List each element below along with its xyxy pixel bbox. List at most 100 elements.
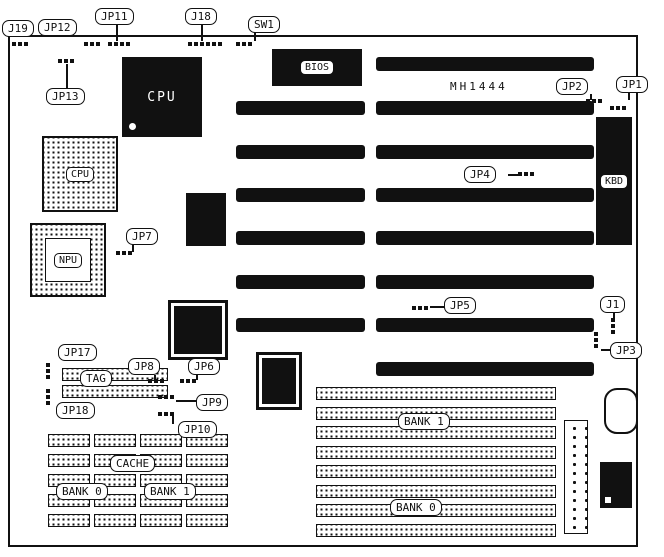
label-sw1: SW1 <box>248 16 280 33</box>
npu-socket: NPU <box>30 223 106 297</box>
dip-chip <box>186 454 228 467</box>
kbd-label: KBD <box>599 173 629 189</box>
power-connector <box>600 462 632 508</box>
jumper-pins-jp12 <box>84 42 100 46</box>
jumper-pins-jp3 <box>594 332 598 348</box>
leader-line <box>154 375 156 380</box>
model-text: MH1444 <box>450 80 508 93</box>
isa-slot <box>236 318 365 332</box>
leader-line <box>172 416 174 424</box>
bios-chip: BIOS <box>272 49 362 86</box>
label-jp10: JP10 <box>178 421 217 438</box>
leader-line <box>628 92 630 100</box>
leader-line <box>254 32 256 41</box>
jumper-pins-jp9 <box>158 395 174 399</box>
cpu2-chip: CPU <box>42 136 118 212</box>
jumper-pins-jp13 <box>58 59 74 63</box>
leader-line <box>508 174 519 176</box>
label-jp13: JP13 <box>46 88 85 105</box>
leader-line <box>430 306 445 308</box>
jumper-pins-j18 <box>188 42 222 46</box>
leader-line <box>601 349 611 351</box>
pin1-dot <box>129 123 136 130</box>
leader-line <box>66 64 68 88</box>
isa-slot <box>236 101 365 115</box>
simm-socket <box>316 446 556 459</box>
label-tag: TAG <box>80 370 112 387</box>
leader-line <box>196 375 198 380</box>
label-cache: CACHE <box>110 455 156 472</box>
isa-slot <box>376 362 594 376</box>
label-jp12: JP12 <box>38 19 77 36</box>
leader-line <box>132 245 134 252</box>
board-outline <box>8 35 638 547</box>
dip-chip <box>186 474 228 487</box>
isa-slot <box>376 275 594 289</box>
label-j18: J18 <box>185 8 217 25</box>
simm-socket <box>316 465 556 478</box>
leader-line <box>613 312 615 319</box>
cpu-label: CPU <box>147 89 177 105</box>
label-jp1: JP1 <box>616 76 648 93</box>
dip-row <box>48 494 228 507</box>
dip-row <box>48 514 228 527</box>
isa-slot <box>376 188 594 202</box>
qfp-chip <box>168 300 228 360</box>
jumper-pins-jp1 <box>610 106 626 110</box>
label-jp7: JP7 <box>126 228 158 245</box>
simm-socket <box>316 426 556 439</box>
tag-socket <box>62 385 168 398</box>
label-simm-bank1: BANK 1 <box>398 413 450 430</box>
isa-slot <box>376 145 594 159</box>
label-jp6: JP6 <box>188 358 220 375</box>
jumper-pins-jp11 <box>108 42 130 46</box>
label-cache-bank0: BANK 0 <box>56 483 108 500</box>
label-jp11: JP11 <box>95 8 134 25</box>
label-simm-bank0: BANK 0 <box>390 499 442 516</box>
leader-line <box>590 94 592 100</box>
label-jp3: JP3 <box>610 342 642 359</box>
dip-chip <box>140 434 182 447</box>
jumper-pins-jp7 <box>116 251 132 255</box>
isa-slot <box>236 145 365 159</box>
isa-slot <box>236 231 365 245</box>
label-jp5: JP5 <box>444 297 476 314</box>
npu-socket-inner <box>45 238 91 282</box>
jumper-pins-j1 <box>611 318 615 334</box>
dip-chip <box>48 514 90 527</box>
jumper-pins-jp8 <box>148 379 164 383</box>
jumper-pins-j19 <box>12 42 28 46</box>
leader-line <box>176 400 198 402</box>
label-jp18: JP18 <box>56 402 95 419</box>
isa-slot <box>376 57 594 71</box>
label-j1: J1 <box>600 296 626 313</box>
jumper-pins-jp17 <box>46 363 50 379</box>
npu-label-wrap: NPU <box>32 225 104 295</box>
connector-key <box>605 497 611 503</box>
dip-chip <box>48 434 90 447</box>
jumper-pins-jp5 <box>412 306 428 310</box>
cpu2-label: CPU <box>65 166 95 182</box>
jumper-pins-jp6 <box>180 379 196 383</box>
label-jp4: JP4 <box>464 166 496 183</box>
jumper-pins-jp10 <box>158 412 174 416</box>
jumper-pins-jp18 <box>46 389 50 405</box>
dip-row <box>48 434 228 447</box>
dip-chip <box>186 494 228 507</box>
dip-chip <box>94 434 136 447</box>
leader-line <box>116 24 118 41</box>
battery <box>604 388 638 434</box>
label-jp17: JP17 <box>58 344 97 361</box>
isa-slot <box>376 231 594 245</box>
jumper-pins-jp4 <box>518 172 534 176</box>
isa-slot <box>376 318 594 332</box>
simm-socket <box>316 387 556 400</box>
leader-line <box>201 24 203 41</box>
label-jp9: JP9 <box>196 394 228 411</box>
simm-socket <box>316 524 556 537</box>
label-jp2: JP2 <box>556 78 588 95</box>
dip-chip <box>94 514 136 527</box>
label-cache-bank1: BANK 1 <box>144 483 196 500</box>
kbd-connector: KBD <box>596 117 632 245</box>
